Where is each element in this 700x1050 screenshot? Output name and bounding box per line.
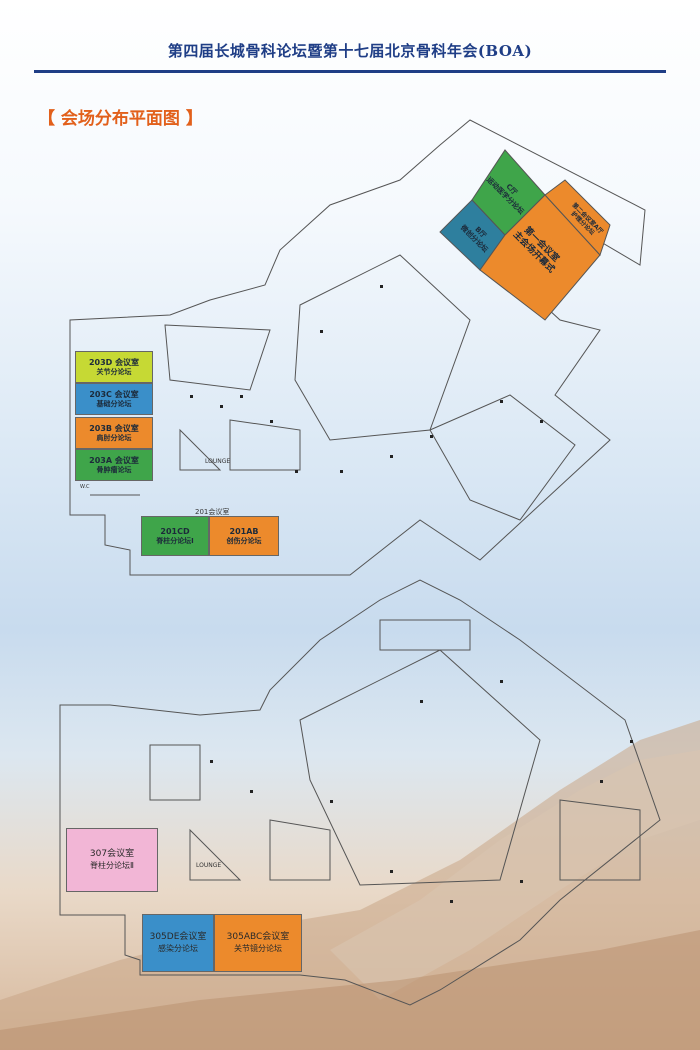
title-divider	[34, 70, 666, 73]
room-201cd-name: 201CD	[160, 526, 190, 536]
room-203a-name: 203A 会议室	[89, 455, 139, 465]
room-203c-name: 203C 会议室	[89, 389, 139, 399]
room-203b-sub: 肩肘分论坛	[96, 433, 132, 442]
page-title: 第四届长城骨科论坛暨第十七届北京骨科年会(BOA)	[167, 42, 533, 60]
room-203a[interactable]: 203A 会议室 骨肿瘤论坛	[75, 449, 153, 481]
lounge-label-floor3: LOUNGE	[196, 862, 222, 869]
room-201ab-sub: 创伤分论坛	[226, 536, 262, 545]
room-203c-sub: 基础分论坛	[96, 399, 132, 408]
lounge-label-floor2: LOUNGE	[205, 458, 231, 465]
room-201cd[interactable]: 201CD 脊柱分论坛Ⅰ	[141, 516, 209, 556]
hall-201-label: 201会议室	[195, 508, 230, 516]
room-307[interactable]: 307会议室 脊柱分论坛Ⅱ	[66, 828, 158, 892]
hall-second	[544, 179, 611, 256]
room-305de-name: 305DE会议室	[149, 932, 207, 943]
room-203c[interactable]: 203C 会议室 基础分论坛	[75, 383, 153, 415]
room-203b-name: 203B 会议室	[89, 423, 139, 433]
room-307-sub: 脊柱分论坛Ⅱ	[90, 860, 134, 870]
room-201ab-name: 201AB	[229, 526, 259, 536]
room-305de[interactable]: 305DE会议室 感染分论坛	[142, 914, 214, 972]
room-201cd-sub: 脊柱分论坛Ⅰ	[156, 536, 194, 545]
room-203b[interactable]: 203B 会议室 肩肘分论坛	[75, 417, 153, 449]
header: 第四届长城骨科论坛暨第十七届北京骨科年会(BOA)	[0, 0, 700, 80]
room-203a-sub: 骨肿瘤论坛	[96, 465, 132, 474]
room-201ab[interactable]: 201AB 创伤分论坛	[209, 516, 279, 556]
room-305abc-name: 305ABC会议室	[226, 932, 290, 943]
room-203d-name: 203D 会议室	[88, 357, 140, 367]
section-title: 【 会场分布平面图 】	[38, 109, 203, 129]
room-203d[interactable]: 203D 会议室 关节分论坛	[75, 351, 153, 383]
room-305de-sub: 感染分论坛	[158, 943, 198, 953]
room-307-name: 307会议室	[89, 849, 135, 860]
room-203d-sub: 关节分论坛	[96, 367, 132, 376]
wc-label: W.C	[80, 484, 90, 490]
room-305abc[interactable]: 305ABC会议室 关节镜分论坛	[214, 914, 302, 972]
floor3-outline	[59, 579, 661, 1006]
room-305abc-sub: 关节镜分论坛	[234, 943, 282, 953]
